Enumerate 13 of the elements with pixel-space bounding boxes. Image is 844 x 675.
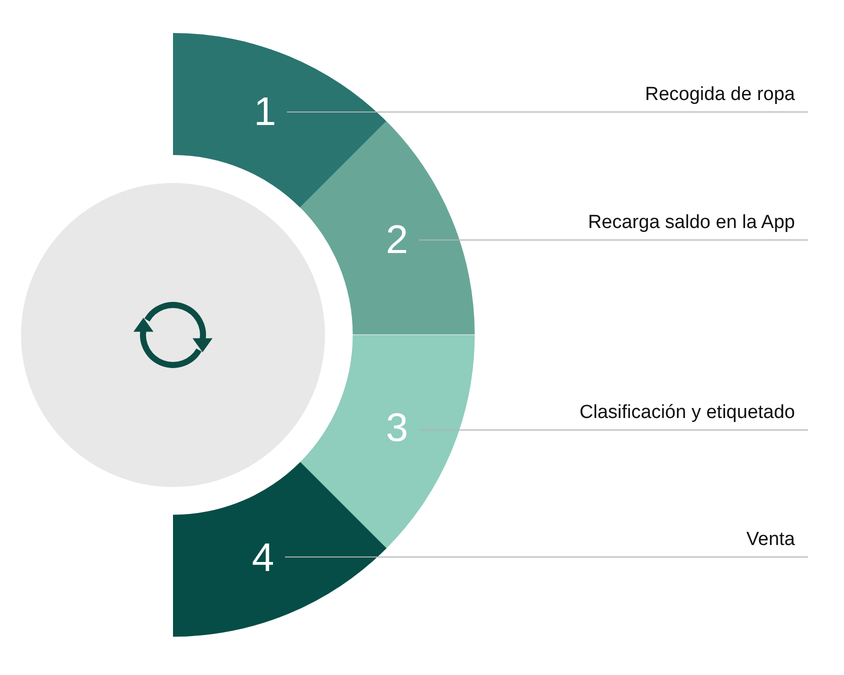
leader-line: [284, 556, 808, 558]
step-label: Recarga saldo en la App: [588, 212, 795, 234]
step-number: 3: [386, 408, 408, 448]
step-label: Clasificación y etiquetado: [580, 402, 795, 424]
ring-segment: [173, 462, 387, 637]
ring-segment: [173, 33, 387, 208]
step-number: 4: [252, 538, 274, 578]
ring-segment: [300, 335, 475, 549]
step-number: 2: [386, 220, 408, 260]
step-label: Recogida de ropa: [645, 84, 795, 106]
ring-segment: [300, 121, 475, 335]
step-label: Venta: [746, 529, 795, 551]
step-number: 1: [254, 92, 276, 132]
